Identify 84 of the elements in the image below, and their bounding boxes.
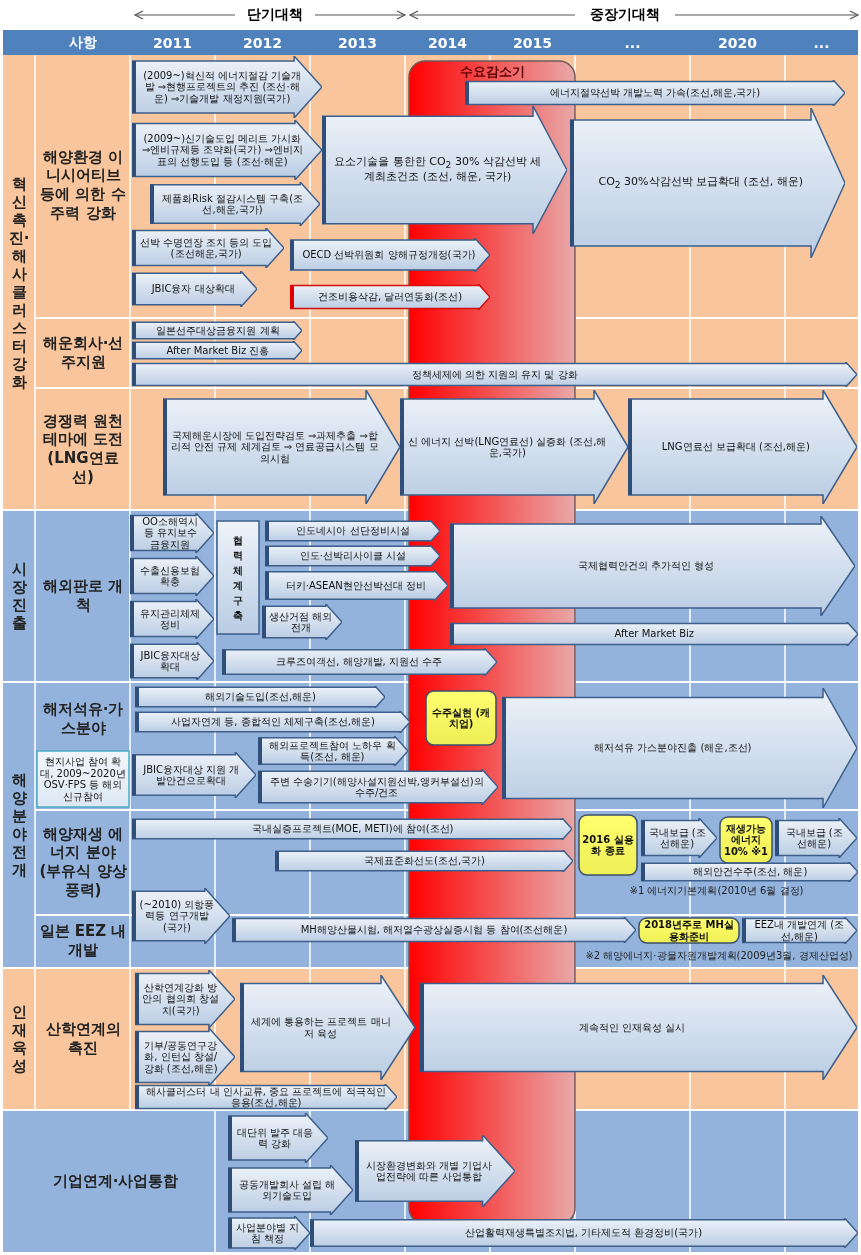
task-bar: 해외프로젝트참여 노하우 획득(조선, 해운): [258, 736, 408, 766]
task-bar: 일본선주대상금융지원 계획: [132, 321, 302, 340]
category-heading: 해양분야전개: [10, 770, 28, 881]
task-bar: 기부/공동연구강화, 인턴십 창설/강화 (조선,해운): [135, 1028, 235, 1086]
task-bar: 국내보급 (조선해운): [775, 818, 857, 858]
task-bar: 주변 수송기기(해양사설지원선박,앵커부설선)의 수주/건조: [258, 769, 498, 805]
row-heading: 산학연계의 촉진: [44, 1019, 122, 1059]
task-bar: 터키·ASEAN현안선박선대 정비: [265, 570, 448, 601]
column-heading: 2012: [242, 33, 283, 53]
task-bar: 국제협력안건의 추가적인 형성: [450, 516, 855, 616]
period-label: 중장기대책: [575, 5, 675, 25]
column-heading: 2014: [427, 33, 468, 53]
column-heading: 2013: [337, 33, 378, 53]
task-bar: (~2010) 외항풍력등 연구개발(국가): [132, 888, 230, 944]
task-bar: 시장환경변화와 개별 기업사업전략에 따른 사업통합: [355, 1135, 515, 1207]
row-heading: 경쟁력 원천 테마에 도전 (LNG연료선): [41, 410, 125, 488]
task-bar: 사업자연계 등, 종합적인 체제구축(조선,해운): [135, 711, 410, 733]
task-bar: 국제표준화선도(조선,국가): [275, 850, 573, 872]
period-label: 수요감소기: [420, 62, 564, 82]
row-heading: 해외판로 개척: [41, 576, 125, 616]
task-bar: CO$_{2}$ 30%삭감선박 보급확대 (조선, 해운): [570, 108, 845, 258]
row-heading: 일본 EEZ 내 개발: [38, 921, 128, 961]
note-box: 현지사업 참여 확대, 2009~2020년 OSV·FPS 등 해외 신규참여: [36, 750, 130, 808]
task-bar: 공동개발회사 설립 해외기술도입: [228, 1165, 353, 1215]
row-heading: 해양재생 에너지 분야 (부유식 양상풍력): [38, 823, 128, 901]
task-bar: 세계에 통용하는 프로젝트 매니저 육성: [240, 975, 415, 1080]
task-bar: 국내보급 (조선해운): [641, 818, 717, 858]
task-bar: 에너지절약선박 개발노력 가속(조선,해운,국가): [465, 80, 845, 106]
row-heading: 해양환경 이니시어티브 등에 의한 수주력 강화: [39, 146, 127, 224]
task-bar: 크루즈여객선, 해양개발, 지원선 수주: [222, 648, 497, 676]
task-bar: 수출신용보험 확충: [130, 556, 214, 596]
row-heading: 해저석유·가스분야: [41, 699, 125, 739]
category-heading: 인재육성: [10, 1002, 28, 1077]
task-bar: MH해양산물시험, 해저열수광상실증시험 등 참여(조선해운): [232, 917, 636, 943]
period-label: 단기대책: [235, 5, 315, 25]
task-bar: OO소해역시 등 유지보수 금융지원: [130, 513, 214, 553]
task-bar: 사업분야별 지침 책정: [228, 1216, 310, 1250]
column-heading: 2015: [512, 33, 553, 53]
milestone-box: 2016 실용화 종료: [578, 814, 638, 876]
task-bar: 인도네시아 선단정비시설: [265, 520, 440, 542]
task-bar: (2009~)신기술도입 메리트 가시화 ⇒엔비규제등 조약화(국가) ⇒엔비지표의 선행도입 등 (조선·해운): [132, 120, 322, 180]
column-heading: 2011: [152, 33, 193, 53]
task-bar: 해사클러스터 내 인사교류, 중요 프로젝트에 적극적인 응용(조선,해운): [135, 1084, 397, 1110]
task-bar: 국내실증프로젝트(MOE, METI)에 참여(조선): [132, 818, 572, 840]
footnote: ※1 에너지기본계획(2010년 6월 결정): [628, 884, 805, 897]
column-heading: 2020: [717, 33, 758, 53]
task-bar: 국제해운시장에 도입전략검토 ⇒과제추출 ⇒합리적 안전 규제 체계검토 ⇒ 연료공급시스템 모의시험: [163, 390, 400, 504]
task-bar: 산학연계강화 방안의 협의회 창설치(국가): [135, 970, 235, 1028]
column-heading: ...: [623, 33, 642, 53]
column-heading: ...: [812, 33, 831, 53]
task-bar: 신 에너지 선박(LNG연료선) 실증화 (조선,해운,국가): [400, 390, 628, 504]
task-bar: 해저석유 가스분야진출 (해운,조선): [502, 688, 857, 808]
task-bar: 유지관리체제 정비: [130, 599, 214, 639]
task-bar: 대단위 발주 대응력 강화: [228, 1113, 328, 1163]
task-bar: 인도·선박리사이클 시설: [265, 545, 440, 567]
task-bar: 정책세제에 의한 지원의 유지 및 강화: [132, 362, 857, 387]
milestone-box: 수주실현 (캐치업): [425, 690, 497, 746]
row-heading: 기업연계·사업통합: [51, 1170, 180, 1192]
task-bar: After Market Biz 진흥: [132, 341, 302, 360]
task-bar: OECD 선박위원회 양해규정개정(국가): [290, 238, 490, 272]
task-bar: JBIC융자대상 지원 개발안건으로확대: [132, 752, 256, 798]
task-bar: 산업활력재생특별조치법, 기타제도적 환경정비(국가): [310, 1218, 858, 1248]
milestone-box: 2018년주로 MH실용화준비: [638, 917, 740, 944]
task-bar: 계속적인 인재육성 실시: [420, 975, 857, 1080]
category-heading: 시장진출: [10, 559, 28, 634]
row-heading: 해운회사·선주지원: [41, 333, 125, 373]
category-heading: 혁신촉진·해사클러스터 강화: [7, 174, 31, 393]
footnote: ※2 해양에너지·광물자원개발계획(2009년3월, 경제산업성): [584, 949, 854, 964]
process-box: 협력체계구축: [216, 520, 260, 635]
column-heading: 사항: [67, 32, 98, 52]
task-bar: (2009~)혁신적 에너지절감 기술개발 ⇒현행프로젝트의 추진 (조선·해운) ⇒기술개발 재정지원(국가): [132, 56, 322, 118]
task-bar: JBIC융자대상 확대: [130, 642, 214, 680]
task-bar: 제품화Risk 절감시스템 구축(조선,해운,국가): [150, 182, 320, 226]
task-bar: 요소기술을 통한한 CO$_{2}$ 30% 삭감선박 세계최초건조 (조선, 해운, 국가): [322, 106, 567, 234]
task-bar: JBIC융자 대상확대: [132, 271, 257, 307]
task-bar: After Market Biz: [450, 622, 858, 646]
task-bar: 해외기술도입(조선,해운): [135, 686, 385, 708]
task-bar: 생산거점 해외전개: [262, 604, 342, 640]
task-bar: 선박 수명연장 조치 등의 도입 (조선해운,국가): [132, 228, 284, 268]
task-bar: EEZ내 개발연계 (조선,해운): [742, 917, 857, 944]
task-bar: LNG연료선 보급확대 (조선,해운): [628, 390, 857, 504]
milestone-box: 재생가능 에너지 10% ※1: [719, 816, 773, 864]
task-bar: 건조비용삭감, 달러연동화(조선): [290, 284, 490, 310]
task-bar: 해외안건수주(조선, 해운): [641, 862, 858, 882]
